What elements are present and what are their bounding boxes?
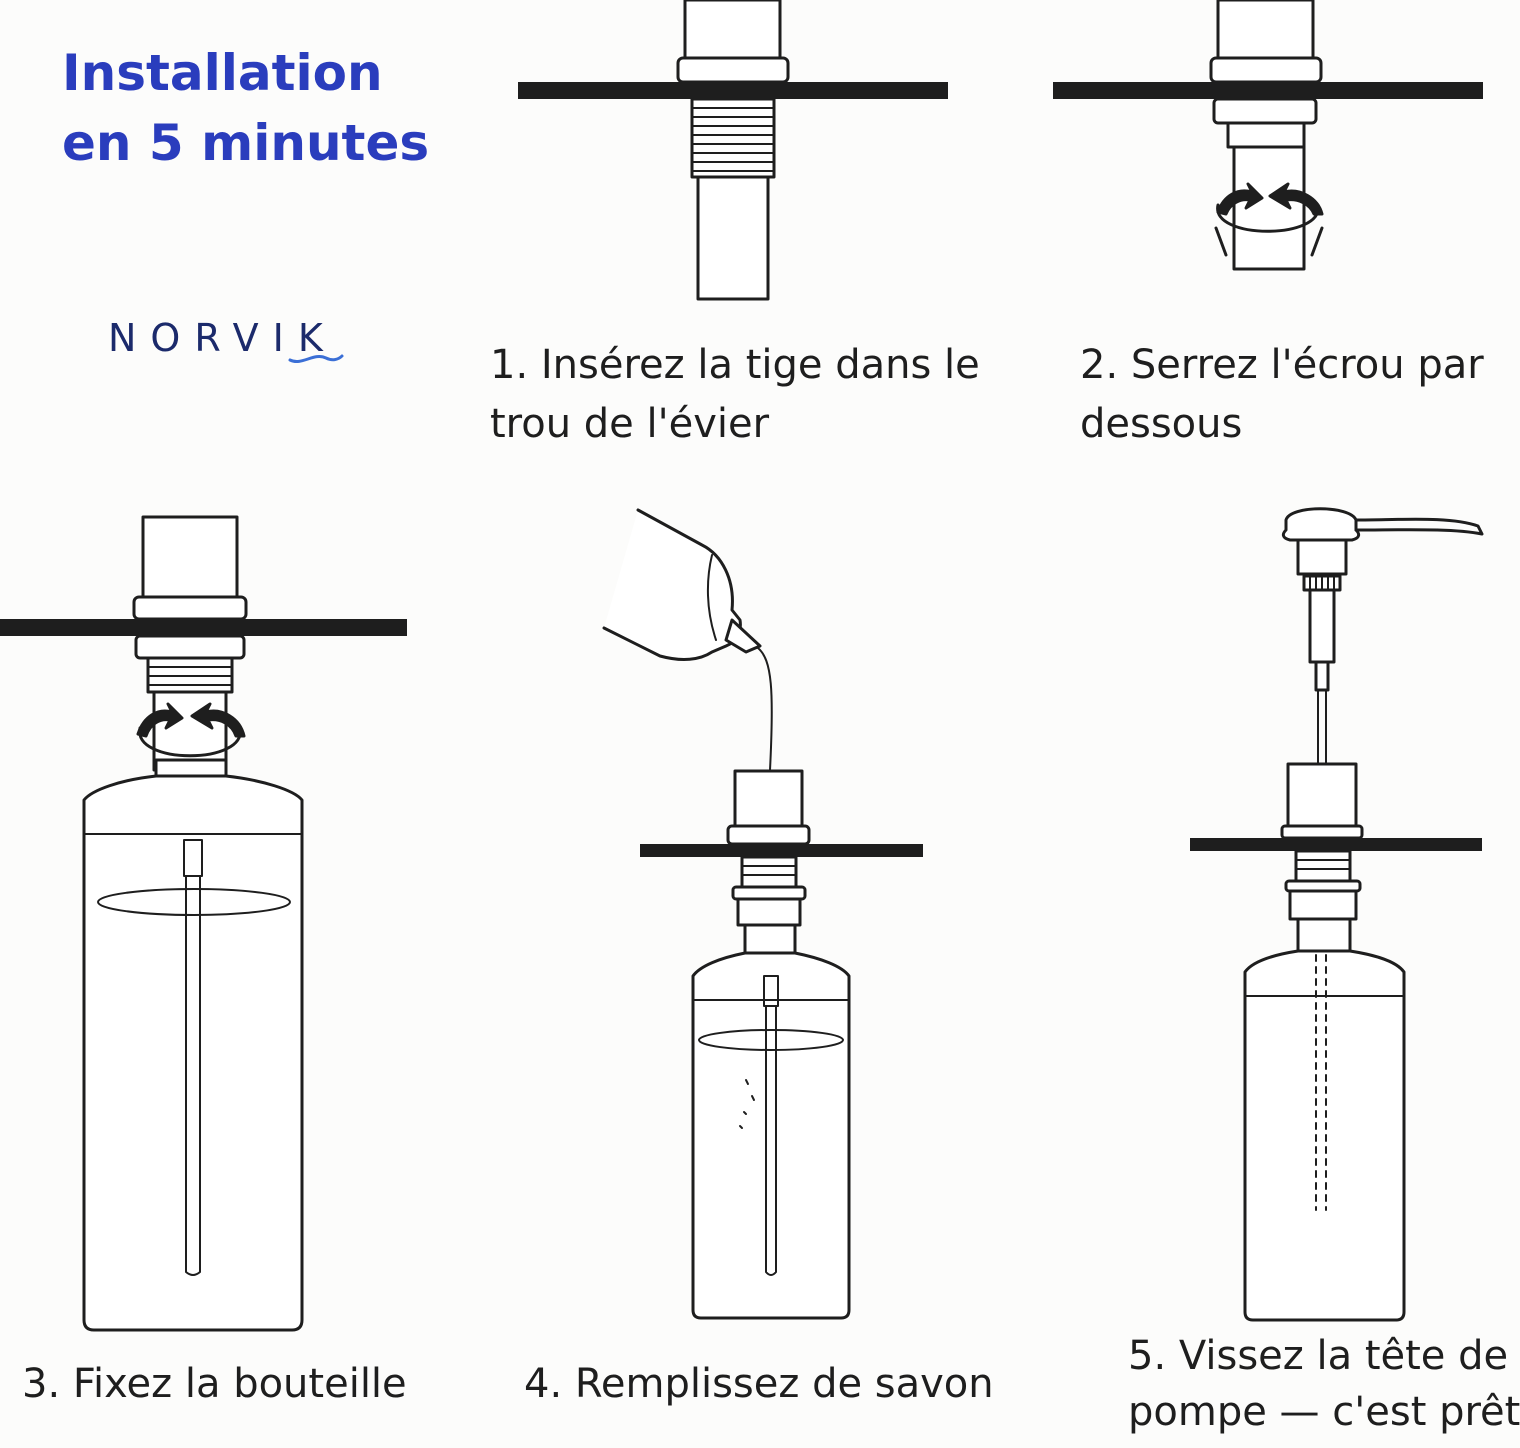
step4-stem-top (733, 769, 804, 828)
step4-dip-tube (765, 1005, 777, 1276)
step4-bottle (691, 951, 851, 1320)
step2-threads (1226, 121, 1306, 149)
step1-caption: 1. Insérez la tige dans le trou de l'évi… (490, 336, 980, 454)
step5-pump-neck (1296, 538, 1348, 576)
step3-caption: 3. Fixez la bouteille (22, 1355, 407, 1414)
step5-bottle-neck (1296, 917, 1352, 953)
step1-collar (676, 56, 790, 84)
title-line-2: en 5 minutes (62, 114, 430, 172)
step4-bottle-neck (743, 923, 797, 955)
step5-bottle (1243, 949, 1406, 1322)
step5-caption-line2: pompe — c'est prêt (1128, 1389, 1520, 1435)
step2-stem-top (1216, 0, 1315, 60)
step3-neck (152, 690, 228, 772)
step5-caption: 5. Vissez la tête de pompe — c'est prêt (1128, 1328, 1520, 1440)
step5-pump-rod-thin (1317, 689, 1327, 765)
step4-soap-stream (757, 647, 773, 771)
step1-thread-lines (691, 107, 775, 172)
step5-countertop (1190, 838, 1482, 851)
step1-caption-line2: trou de l'évier (490, 401, 770, 447)
step4-bottle-detail (706, 554, 717, 641)
step4-illustration (602, 508, 923, 1320)
title-line-1: Installation (62, 44, 383, 102)
step5-pump-rod-lower (1314, 660, 1330, 692)
step5-stem-top (1286, 762, 1358, 828)
step1-threads (690, 97, 776, 179)
step5-threads (1294, 849, 1352, 883)
step2-collar (1209, 56, 1323, 84)
step4-bubbles (739, 1079, 755, 1129)
step3-bottle-neck (154, 758, 228, 778)
step3-rotation-band (138, 726, 242, 758)
step3-stem-top (141, 515, 239, 599)
step2-caption-line2: dessous (1080, 401, 1243, 447)
step3-collar (132, 595, 248, 621)
step4-collar (726, 824, 811, 846)
step3-bottle (82, 774, 304, 1332)
step2-countertop (1053, 82, 1483, 99)
page-title: Installation en 5 minutes (62, 38, 429, 178)
step4-caption-line1: 4. Remplissez de savon (524, 1361, 994, 1407)
step5-collar (1280, 824, 1364, 840)
brand-logo: NORVIK (108, 316, 337, 360)
step4-caption: 4. Remplissez de savon (524, 1355, 994, 1414)
step4-neck (736, 897, 802, 927)
step5-spout (1354, 517, 1484, 536)
step4-soap-bottle (602, 508, 742, 661)
step3-caption-line1: 3. Fixez la bouteille (22, 1361, 407, 1407)
step3-liquid-level (97, 888, 291, 916)
step2-nut (1212, 97, 1318, 125)
step3-nut (134, 634, 246, 660)
step1-tube (696, 175, 770, 301)
step2-caption: 2. Serrez l'écrou par dessous (1080, 336, 1484, 454)
step5-illustration (1190, 507, 1484, 1322)
step1-caption-line1: 1. Insérez la tige dans le (490, 342, 980, 388)
logo-wave-icon (288, 354, 344, 363)
step2-rotation-band-lower (1214, 226, 1324, 257)
step3-dip-tube-long (185, 875, 201, 1276)
step4-liquid-level (698, 1029, 844, 1051)
step1-stem-top (683, 0, 782, 60)
step5-caption-line1: 5. Vissez la tête de (1128, 1333, 1509, 1379)
step4-threads (740, 855, 798, 889)
step2-illustration (1053, 0, 1483, 271)
step1-countertop (518, 82, 948, 99)
step3-countertop (0, 619, 407, 636)
step5-dip-tube-dashed (1315, 954, 1327, 1211)
step2-arrow-left-icon (1216, 182, 1264, 216)
step3-arrow-left-icon (136, 702, 184, 738)
step3-arrow-right-icon (190, 702, 246, 738)
step4-countertop (640, 844, 923, 857)
step3-dip-tube (183, 839, 203, 877)
step2-caption-line1: 2. Serrez l'écrou par (1080, 342, 1484, 388)
step2-rotation-band (1216, 203, 1320, 233)
step2-arrow-right-icon (1268, 182, 1324, 216)
step5-neck (1288, 889, 1358, 921)
step5-pump-rod (1308, 588, 1336, 664)
step4-nozzle (724, 618, 762, 654)
step4-nut (731, 885, 807, 901)
step5-pump-head (1281, 507, 1361, 542)
step1-illustration (518, 0, 948, 301)
step3-illustration (0, 515, 407, 1332)
